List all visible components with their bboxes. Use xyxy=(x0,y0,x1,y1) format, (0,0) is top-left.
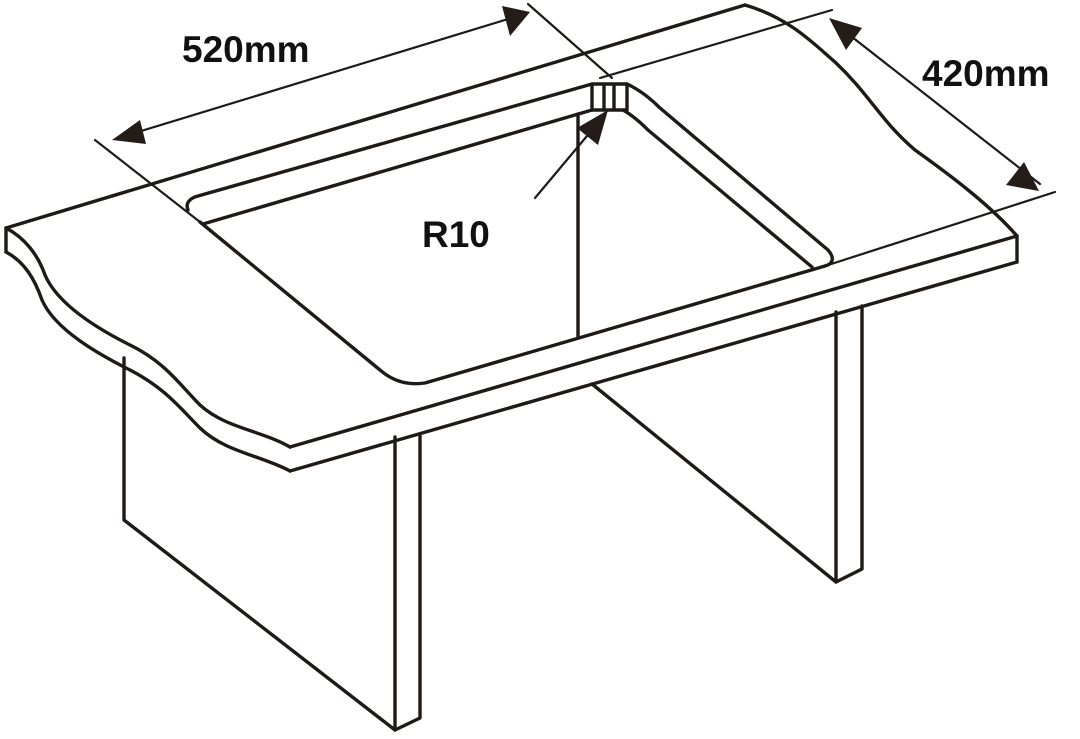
countertop-left-wavy-bottom xyxy=(4,250,292,473)
depth-extension-top xyxy=(598,8,834,80)
depth-dimension-line xyxy=(836,24,1042,186)
depth-label: 420mm xyxy=(922,53,1050,94)
cutout-right-rim-outer xyxy=(625,82,834,268)
corner-radius-detail xyxy=(590,82,629,112)
depth-extension-bottom xyxy=(823,190,1057,268)
left-panel-edge xyxy=(393,434,422,732)
dimension-width: 520mm xyxy=(93,2,614,224)
countertop-front-top-edge xyxy=(288,234,1019,449)
width-label: 520mm xyxy=(182,29,310,70)
dimension-depth: 420mm xyxy=(598,8,1057,268)
right-panel xyxy=(590,310,838,584)
sink-cutout xyxy=(185,82,834,386)
dimension-radius: R10 xyxy=(422,110,608,255)
radius-label: R10 xyxy=(422,214,490,255)
countertop-right-wavy-edge xyxy=(743,3,1019,238)
cutout-back-rim-outer xyxy=(185,82,594,212)
countertop-front-bottom-edge xyxy=(288,260,1019,473)
cutout-back-rim-inner xyxy=(201,108,594,226)
arrow-right-icon xyxy=(502,6,530,36)
arrow-up-icon xyxy=(829,18,862,50)
cutout-left-edge xyxy=(198,220,827,386)
radius-leader xyxy=(533,128,594,200)
left-panel xyxy=(122,356,397,732)
arrow-radius-icon xyxy=(577,110,608,145)
countertop xyxy=(4,3,1019,473)
support-panels xyxy=(122,304,864,732)
arrow-down-icon xyxy=(1006,162,1039,191)
countertop-left-wavy-top xyxy=(4,226,292,449)
right-panel-edge xyxy=(834,304,864,584)
cutout-right-rim-inner xyxy=(621,108,814,269)
width-extension-right xyxy=(526,2,614,80)
width-extension-left xyxy=(93,138,202,224)
countertop-back-edge xyxy=(4,3,747,230)
arrow-left-icon xyxy=(112,120,146,144)
width-dimension-line xyxy=(126,14,520,137)
